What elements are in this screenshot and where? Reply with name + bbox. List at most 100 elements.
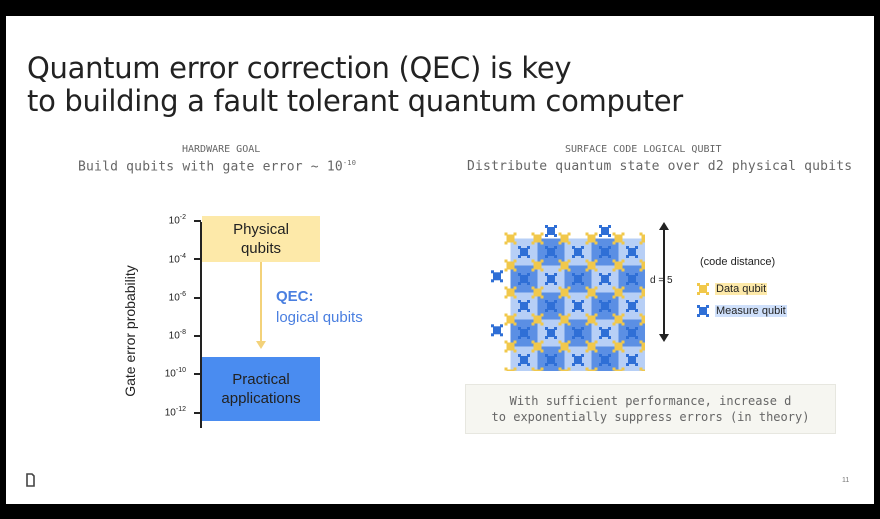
measure-qubit-icon: [491, 270, 503, 283]
tick-mark: [194, 373, 201, 375]
distance-indicator-line: [663, 226, 665, 340]
measure-qubit-icon: [545, 246, 557, 258]
y-axis-title: Gate error probability: [122, 265, 138, 397]
tick-label-6: 10-12: [164, 406, 186, 419]
data-qubit-icon: [585, 367, 598, 371]
data-qubit-icon: [558, 232, 571, 245]
note-line-1: With sufficient performance, increase d: [509, 394, 792, 408]
data-qubit-icon: [558, 340, 571, 353]
data-qubit-icon: [639, 259, 645, 272]
data-qubit-icon: [558, 313, 571, 326]
data-qubit-icon: [639, 367, 645, 371]
measure-qubit-icon: [545, 300, 557, 312]
hardware-goal-label: HARDWARE GOAL: [182, 144, 261, 155]
measure-qubit-icon: [545, 327, 557, 339]
title-line-2: to building a fault tolerant quantum com…: [27, 84, 683, 118]
data-qubit-icon: [585, 313, 598, 326]
data-qubit-icon: [612, 367, 625, 371]
data-qubit-icon: [639, 286, 645, 299]
data-qubit-icon: [531, 367, 544, 371]
legend-data-qubit: Data qubit: [697, 283, 768, 295]
measure-qubit-icon: [697, 305, 709, 317]
qec-label: QEC: logical qubits: [276, 288, 363, 326]
measure-qubit-icon: [545, 273, 557, 285]
tick-label-1: 10-2: [168, 214, 186, 227]
data-qubit-icon: [531, 232, 544, 245]
legend-data-qubit-label: Data qubit: [715, 283, 768, 295]
data-qubit-icon: [639, 340, 645, 353]
qec-arrow-shaft: [260, 262, 262, 342]
data-qubit-icon: [612, 232, 625, 245]
measure-qubit-icon: [626, 354, 638, 366]
title-line-1: Quantum error correction (QEC) is key: [27, 51, 572, 85]
down-arrow-icon: [659, 334, 669, 342]
measure-qubit-icon: [518, 300, 530, 312]
tick-mark: [194, 220, 201, 222]
measure-qubit-icon: [572, 246, 584, 258]
measure-qubit-icon: [572, 273, 584, 285]
data-qubit-icon: [504, 286, 517, 299]
hardware-goal-subtitle: Build qubits with gate error ~ 10-10: [78, 159, 356, 174]
data-qubit-icon: [531, 313, 544, 326]
surface-code-subtitle: Distribute quantum state over d2 physica…: [467, 159, 853, 174]
hardware-subtitle-text: Build qubits with gate error ~ 10: [78, 159, 343, 175]
measure-qubit-icon: [518, 354, 530, 366]
surface-code-lattice: [491, 225, 645, 371]
measure-qubit-icon: [572, 327, 584, 339]
tick-mark: [194, 335, 201, 337]
tick-label-2: 10-4: [168, 253, 186, 266]
data-qubit-icon: [585, 232, 598, 245]
data-qubit-icon: [558, 286, 571, 299]
data-qubit-icon: [504, 259, 517, 272]
distance-label: d = 5: [650, 275, 673, 286]
measure-qubit-icon: [626, 327, 638, 339]
measure-qubit-icon: [599, 273, 611, 285]
measure-qubit-icon: [599, 354, 611, 366]
legend-measure-qubit: Measure qubit: [697, 305, 787, 317]
tick-mark: [194, 258, 201, 260]
data-qubit-icon: [504, 367, 517, 371]
measure-qubit-icon: [599, 327, 611, 339]
tick-mark: [194, 297, 201, 299]
data-qubit-icon: [558, 259, 571, 272]
data-qubit-icon: [612, 259, 625, 272]
data-qubit-icon: [612, 340, 625, 353]
measure-qubit-icon: [545, 354, 557, 366]
measure-qubit-icon: [572, 300, 584, 312]
measure-qubit-icon: [599, 225, 611, 237]
measure-qubit-icon: [491, 324, 503, 337]
data-qubit-icon: [504, 232, 517, 245]
tick-label-3: 10-6: [168, 291, 186, 304]
data-qubit-icon: [585, 286, 598, 299]
data-qubit-icon: [558, 367, 571, 371]
data-qubit-icon: [585, 259, 598, 272]
data-qubit-icon: [612, 313, 625, 326]
code-distance-label: (code distance): [700, 256, 776, 268]
logo-icon: [26, 473, 35, 487]
down-arrow-icon: [256, 341, 266, 349]
slide: Quantum error correction (QEC) is key to…: [6, 16, 874, 504]
data-qubit-icon: [504, 313, 517, 326]
tick-mark: [194, 412, 201, 414]
measure-qubit-icon: [599, 246, 611, 258]
measure-qubit-icon: [626, 246, 638, 258]
data-qubit-icon: [585, 340, 598, 353]
data-qubit-icon: [639, 313, 645, 326]
note-box: With sufficient performance, increase d …: [465, 384, 836, 434]
measure-qubit-icon: [518, 327, 530, 339]
page-title: Quantum error correction (QEC) is key to…: [27, 52, 683, 118]
data-qubit-icon: [531, 259, 544, 272]
page-number: 11: [842, 477, 850, 484]
tick-label-4: 10-8: [168, 329, 186, 342]
measure-qubit-icon: [572, 354, 584, 366]
data-qubit-icon: [504, 340, 517, 353]
data-qubit-icon: [639, 232, 645, 245]
legend-measure-qubit-label: Measure qubit: [715, 305, 787, 317]
surface-code-label: SURFACE CODE LOGICAL QUBIT: [565, 144, 722, 155]
measure-qubit-icon: [626, 300, 638, 312]
data-qubit-icon: [531, 286, 544, 299]
note-line-2: to exponentially suppress errors (in the…: [491, 410, 810, 424]
measure-qubit-icon: [518, 246, 530, 258]
